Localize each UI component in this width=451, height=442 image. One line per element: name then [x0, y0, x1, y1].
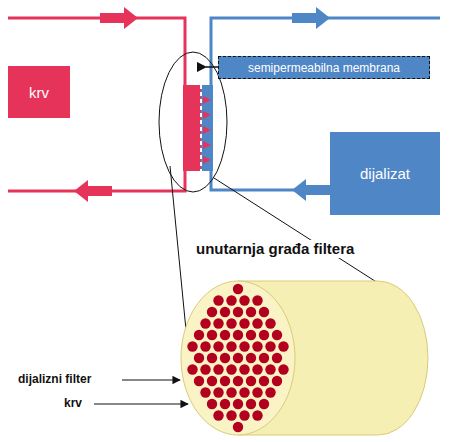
fibre-dot [233, 376, 243, 386]
fibre-dot [272, 353, 282, 363]
zoom-ellipse [159, 52, 227, 192]
fibre-dot [259, 399, 269, 409]
fibre-dot [246, 376, 256, 386]
part-label: krv [62, 396, 84, 410]
fibre-dot [239, 341, 249, 351]
fibre-dot [239, 364, 249, 374]
leader-line [122, 379, 180, 380]
fibre-dot [194, 330, 204, 340]
blood-line [8, 18, 185, 191]
fibre-dot [252, 364, 262, 374]
diffusion-arrows [203, 96, 211, 164]
semipermeable-membrane [200, 85, 202, 171]
fibre-dot [187, 341, 197, 351]
fibre-dot [213, 387, 223, 397]
fibre-dot [200, 364, 210, 374]
fibre-dot [233, 330, 243, 340]
fibre-dot [259, 376, 269, 386]
fibre-dot [194, 376, 204, 386]
blood-compartment [183, 85, 201, 171]
fibre-dot [200, 341, 210, 351]
leader-line [206, 66, 218, 68]
part-label: dijalizni filter [16, 372, 93, 386]
fibre-dot [246, 353, 256, 363]
fibre-dot [200, 387, 210, 397]
flow-arrow [100, 7, 138, 29]
fibre-dot [252, 295, 262, 305]
fibre-dot [207, 376, 217, 386]
fibre-dot [213, 364, 223, 374]
fibre-dot [213, 318, 223, 328]
fibre-dot [265, 364, 275, 374]
fibre-dot [213, 410, 223, 420]
dialysate-box: dijalizat [330, 132, 440, 215]
fibre-dot [233, 422, 243, 432]
fibre-dot [194, 353, 204, 363]
fibre-dot [259, 307, 269, 317]
fibre-dot [226, 364, 236, 374]
flow-arrow [292, 7, 330, 29]
fibre-dot [226, 318, 236, 328]
flow-arrow [74, 180, 112, 202]
fibre-dot [278, 341, 288, 351]
fibre-dot [278, 364, 288, 374]
fibre-dot [265, 318, 275, 328]
fibre-dot [213, 295, 223, 305]
fibre-dot [259, 330, 269, 340]
section-heading: unutarnja građa filtera [194, 240, 370, 258]
fibre-dot [207, 307, 217, 317]
fibre-dot [207, 399, 217, 409]
fibre-dot [187, 364, 197, 374]
leader-line [94, 403, 188, 404]
fibre-dot [239, 295, 249, 305]
fibre-dot [252, 387, 262, 397]
fibre-dot [226, 295, 236, 305]
fibre-dot [272, 376, 282, 386]
fibre-dot [246, 330, 256, 340]
fibre-dot [233, 284, 243, 294]
node-text: semipermeabilna membrana [248, 61, 400, 75]
blood-box: krv [8, 66, 70, 118]
fibre-dot [220, 399, 230, 409]
fibre-dot [207, 353, 217, 363]
fibre-dot [233, 353, 243, 363]
fibre-dot [246, 307, 256, 317]
node-text: krv [29, 84, 49, 101]
fibre-dot [252, 341, 262, 351]
filter-cross-section [181, 281, 295, 435]
fibre-dot [226, 410, 236, 420]
fibre-dot [239, 318, 249, 328]
fibre-dot [272, 330, 282, 340]
flow-arrow [292, 179, 330, 201]
dialysate-compartment [201, 85, 213, 171]
fibre-dots [187, 284, 288, 432]
fibre-dot [239, 410, 249, 420]
fibre-dot [259, 353, 269, 363]
node-text: dijalizat [360, 165, 410, 182]
fibre-dot [220, 353, 230, 363]
fibre-dot [252, 318, 262, 328]
fibre-dot [265, 387, 275, 397]
fibre-dot [200, 318, 210, 328]
fibre-dot [213, 341, 223, 351]
zoom-line [170, 166, 186, 330]
fibre-dot [220, 307, 230, 317]
fibre-dot [207, 330, 217, 340]
membrane-box: semipermeabilna membrana [218, 56, 430, 79]
fibre-dot [226, 341, 236, 351]
fibre-dot [220, 330, 230, 340]
fibre-dot [233, 307, 243, 317]
fibre-dot [239, 387, 249, 397]
fibre-dot [246, 399, 256, 409]
fibre-dot [220, 376, 230, 386]
fibre-dot [265, 341, 275, 351]
fibre-dot [252, 410, 262, 420]
fibre-dot [233, 399, 243, 409]
fibre-dot [226, 387, 236, 397]
